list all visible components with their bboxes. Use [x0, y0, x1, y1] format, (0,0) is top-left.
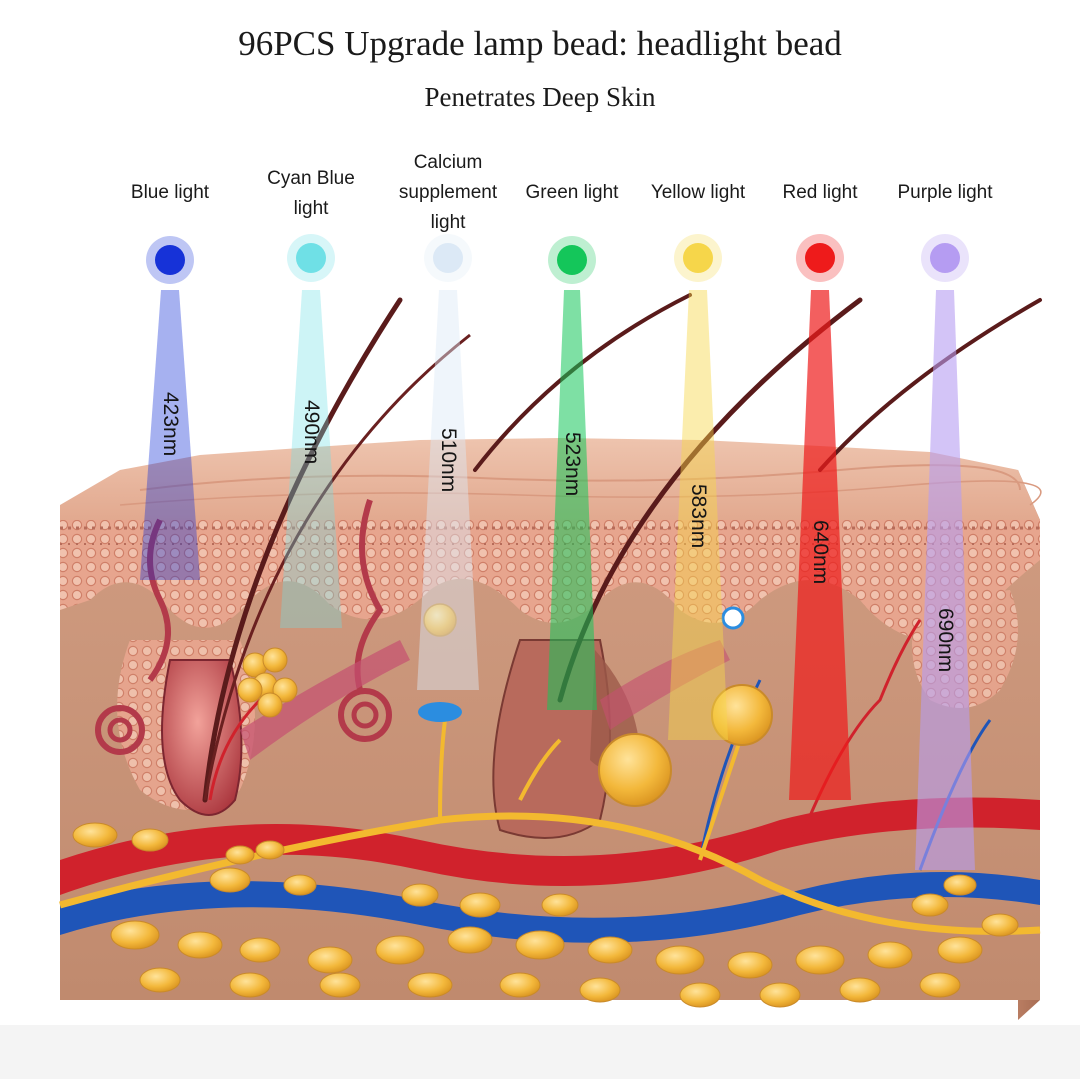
fat-cell: [237, 677, 263, 703]
wavelength-label-6: 640nm: [809, 520, 832, 585]
wavelength-label-4: 523nm: [561, 432, 584, 497]
fat-cell: [937, 936, 983, 964]
fat-cell: [225, 845, 255, 865]
page-subtitle: Penetrates Deep Skin: [424, 82, 656, 112]
fat-cell: [911, 893, 949, 917]
fat-cell: [981, 913, 1019, 937]
wavelength-label-1: 423nm: [159, 392, 182, 457]
lamp-bead-4: [557, 245, 587, 275]
page-title: 96PCS Upgrade lamp bead: headlight bead: [238, 24, 842, 63]
fat-cell: [307, 946, 353, 974]
fat-cell: [139, 967, 181, 993]
fat-cell: [867, 941, 913, 969]
fat-cell: [579, 977, 621, 1003]
light-beams: [140, 234, 975, 870]
fat-cell: [459, 892, 501, 918]
fat-cell: [499, 972, 541, 998]
fat-cell: [375, 935, 425, 965]
light-label-6: Red light: [782, 182, 858, 203]
fat-cell: [655, 945, 705, 975]
light-beam-5: [668, 290, 728, 740]
fat-cell: [759, 982, 801, 1008]
light-label-2: Cyan Blue light: [267, 168, 355, 219]
fat-cell: [131, 828, 169, 852]
fat-cell: [283, 874, 317, 896]
fat-cell: [72, 822, 118, 848]
fat-cell: [319, 972, 361, 998]
lamp-bead-6: [805, 243, 835, 273]
light-label-4: Green light: [525, 182, 619, 203]
fat-cell: [272, 677, 298, 703]
bottom-band: [0, 1025, 1080, 1079]
fat-cell: [541, 893, 579, 917]
fat-cell: [839, 977, 881, 1003]
wavelength-label-7: 690nm: [934, 608, 957, 673]
fat-cell: [401, 883, 439, 907]
fat-cell: [727, 951, 773, 979]
fat-cell: [110, 920, 160, 950]
lamp-bead-2: [296, 243, 326, 273]
wavelength-label-3: 510nm: [437, 428, 460, 493]
light-label-5: Yellow light: [650, 182, 746, 203]
fat-cell: [177, 931, 223, 959]
wavelength-label-5: 583nm: [687, 484, 710, 549]
light-label-7: Purple light: [897, 182, 993, 203]
lamp-bead-5: [683, 243, 713, 273]
fat-cell: [407, 972, 453, 998]
light-beam-7: [915, 290, 975, 870]
fat-cell: [587, 936, 633, 964]
fat-cell: [255, 840, 285, 860]
fat-cell: [943, 874, 977, 896]
fat-cell: [239, 937, 281, 963]
fat-cell: [447, 926, 493, 954]
wavelength-label-2: 490nm: [300, 400, 323, 465]
light-beam-3: [417, 290, 479, 690]
fat-cell: [262, 647, 288, 673]
light-beam-1: [140, 290, 200, 580]
lamp-bead-1: [155, 245, 185, 275]
fat-cell: [679, 982, 721, 1008]
light-beam-4: [547, 290, 597, 710]
lamp-bead-7: [930, 243, 960, 273]
light-label-1: Blue light: [130, 182, 210, 203]
fat-cell: [209, 867, 251, 893]
fat-cell: [257, 692, 283, 718]
light-label-3: Calcium supplement light: [398, 152, 498, 233]
fat-cell: [515, 930, 565, 960]
light-beam-6: [789, 290, 851, 800]
fat-cells: [72, 647, 1019, 1008]
fat-cell: [919, 972, 961, 998]
light-beam-2: [280, 290, 342, 628]
lamp-bead-3: [433, 243, 463, 273]
fat-cell: [795, 945, 845, 975]
fat-cell: [229, 972, 271, 998]
